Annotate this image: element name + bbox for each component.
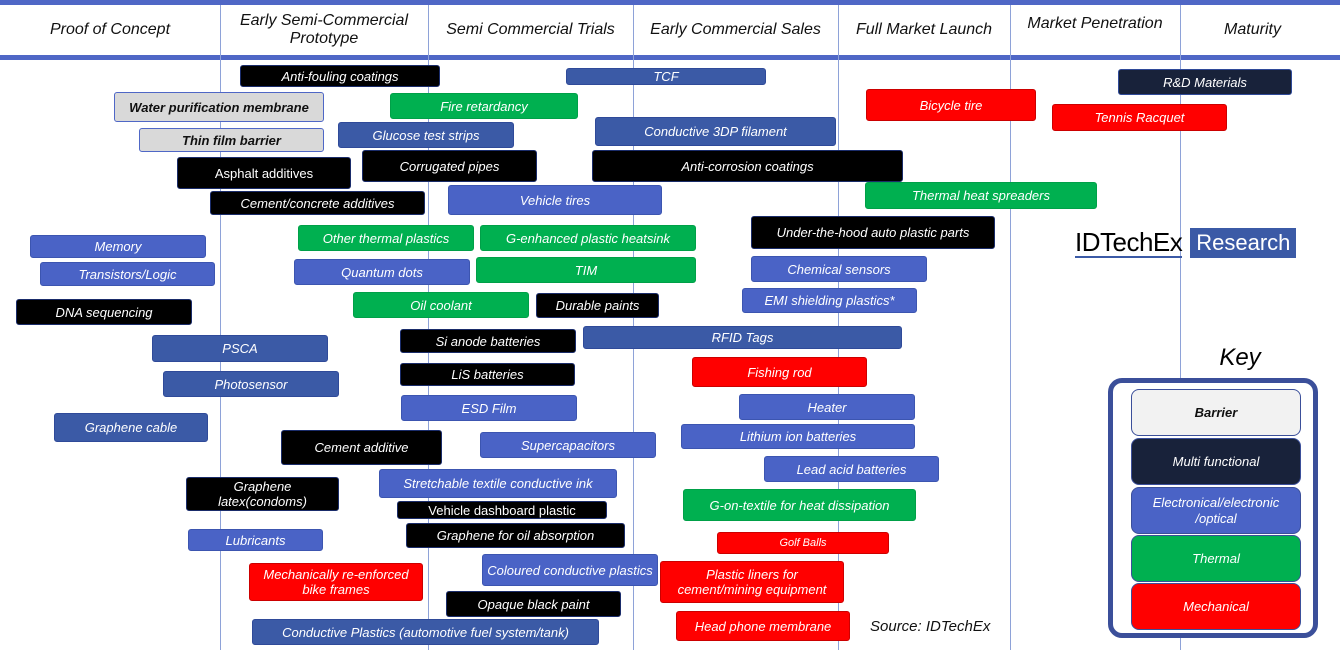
stage-header: Full Market Launch (855, 21, 993, 38)
application-box-multi: Asphalt additives (177, 157, 351, 189)
application-box-electronic: Memory (30, 235, 206, 258)
header-bottom-bar (0, 55, 1340, 60)
stage-header: Semi Commercial Trials (446, 21, 615, 38)
application-box-electronic: TCF (566, 68, 766, 85)
application-box-electronic: Glucose test strips (338, 122, 514, 148)
application-box-thermal: TIM (476, 257, 696, 283)
application-box-thermal: G-on-textile for heat dissipation (683, 489, 916, 521)
application-box-multi: Under-the-hood auto plastic parts (751, 216, 995, 249)
application-box-thermal: Oil coolant (353, 292, 529, 318)
application-box-thermal: G-enhanced plastic heatsink (480, 225, 696, 251)
application-box-multi: Si anode batteries (400, 329, 576, 353)
idtechex-logo: IDTechEx Research (1075, 227, 1297, 258)
application-box-electronic: Lubricants (188, 529, 323, 551)
application-box-multi: Durable paints (536, 293, 659, 318)
application-box-electronic: EMI shielding plastics* (742, 288, 917, 313)
application-box-multi: Graphene latex(condoms) (186, 477, 339, 511)
application-box-electronic: Conductive Plastics (automotive fuel sys… (252, 619, 599, 645)
application-box-electronic: Chemical sensors (751, 256, 927, 282)
application-box-electronic: Lead acid batteries (764, 456, 939, 482)
key-mechanical: Mechanical (1131, 583, 1301, 630)
application-box-electronic: Photosensor (163, 371, 339, 397)
application-box-multi: Anti-fouling coatings (240, 65, 440, 87)
application-box-multi: Cement/concrete additives (210, 191, 425, 215)
application-box-multi: Corrugated pipes (362, 150, 537, 182)
application-box-electronic: Stretchable textile conductive ink (379, 469, 617, 498)
application-box-multi: LiS batteries (400, 363, 575, 386)
stage-divider (1010, 5, 1011, 650)
application-box-multi: DNA sequencing (16, 299, 192, 325)
key-thermal: Thermal (1131, 535, 1301, 582)
application-box-mechanical: Golf Balls (717, 532, 889, 554)
application-box-multi: Vehicle dashboard plastic (397, 501, 607, 519)
application-box-electronic: Vehicle tires (448, 185, 662, 215)
application-box-electronic: Transistors/Logic (40, 262, 215, 286)
key-electronic: Electronical/electronic /optical (1131, 487, 1301, 534)
stage-header: Market Penetration (1027, 15, 1163, 32)
application-box-multi: Anti-corrosion coatings (592, 150, 903, 182)
application-box-multi: Opaque black paint (446, 591, 621, 617)
application-box-mechanical: Head phone membrane (676, 611, 850, 641)
application-box-thermal: Thermal heat spreaders (865, 182, 1097, 209)
application-box-electronic: Lithium ion batteries (681, 424, 915, 449)
application-box-barrier: Thin film barrier (139, 128, 324, 152)
application-box-mechanical: Bicycle tire (866, 89, 1036, 121)
application-box-multi: Cement additive (281, 430, 442, 465)
application-box-mechanical: Mechanically re-enforced bike frames (249, 563, 423, 601)
source-note: Source: IDTechEx (870, 618, 991, 635)
key-title: Key (1219, 344, 1261, 371)
application-box-electronic: RFID Tags (583, 326, 902, 349)
legend-key: Barrier Multi functional Electronical/el… (1108, 378, 1318, 638)
stage-divider (220, 5, 221, 650)
application-box-electronic: PSCA (152, 335, 328, 362)
application-box-electronic: ESD Film (401, 395, 577, 421)
stage-header: Early Commercial Sales (650, 21, 821, 38)
application-box-electronic: Supercapacitors (480, 432, 656, 458)
application-box-mechanical: Tennis Racquet (1052, 104, 1227, 131)
stage-header: Proof of Concept (49, 21, 171, 38)
application-box-thermal: Other thermal plastics (298, 225, 474, 251)
application-box-thermal: Fire retardancy (390, 93, 578, 119)
application-box-mechanical: Fishing rod (692, 357, 867, 387)
stage-divider (1180, 5, 1181, 650)
key-multi-functional: Multi functional (1131, 438, 1301, 485)
application-box-electronic: Heater (739, 394, 915, 420)
application-box-barrier: Water purification membrane (114, 92, 324, 122)
application-box-electronic: Quantum dots (294, 259, 470, 285)
key-barrier: Barrier (1131, 389, 1301, 436)
header-top-bar (0, 0, 1340, 5)
stage-divider (428, 5, 429, 650)
application-box-electronic: Conductive 3DP filament (595, 117, 836, 146)
logo-name: IDTechEx (1075, 227, 1183, 258)
logo-suffix: Research (1190, 228, 1297, 258)
stage-header: Maturity (1224, 21, 1281, 38)
application-box-mechanical: Plastic liners for cement/mining equipme… (660, 561, 844, 603)
application-box-multi: Graphene for oil absorption (406, 523, 625, 548)
application-box-multi: R&D Materials (1118, 69, 1292, 95)
stage-header: Early Semi-Commercial Prototype (239, 12, 409, 47)
application-box-electronic: Graphene cable (54, 413, 208, 442)
application-box-electronic: Coloured conductive plastics (482, 554, 658, 586)
